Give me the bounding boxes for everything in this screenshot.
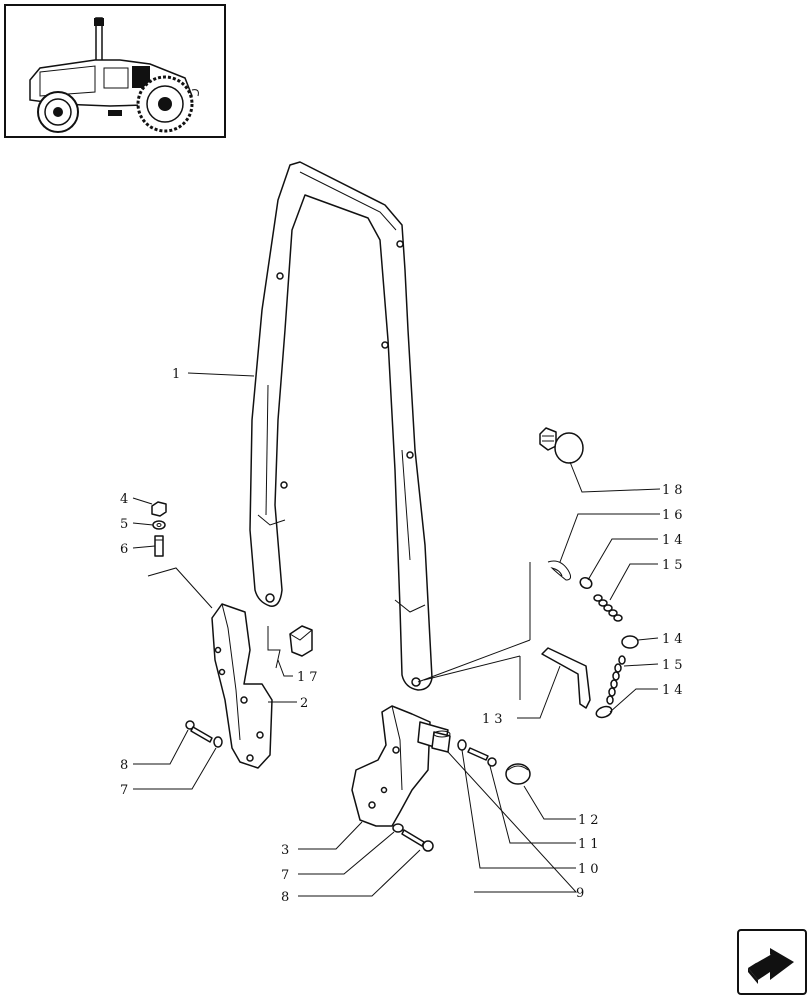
ring-part-14-bottom[interactable] (595, 705, 613, 720)
callout-7-right: 7 (281, 868, 293, 883)
callout-17: 17 (297, 670, 322, 685)
washer-part-7-left[interactable] (213, 736, 223, 748)
washer-part-5[interactable] (152, 520, 166, 530)
right-mounting-bracket[interactable] (351, 705, 431, 827)
assembly-guide-lines (147, 562, 531, 700)
callout-4: 4 (120, 492, 132, 507)
callout-14-top: 14 (662, 533, 687, 548)
pin-part-11[interactable] (467, 747, 497, 767)
bolt-part-8-left[interactable] (185, 720, 213, 743)
callout-10: 10 (578, 862, 603, 877)
tractor-thumbnail[interactable] (4, 4, 226, 138)
callout-7-left: 7 (120, 783, 132, 798)
cap-part-12[interactable] (505, 763, 531, 785)
callout-6: 6 (120, 542, 132, 557)
washer-part-7-right[interactable] (392, 823, 404, 833)
callout-18: 18 (662, 483, 687, 498)
ring-part-14-mid[interactable] (621, 635, 639, 649)
rubber-pad[interactable] (289, 625, 313, 657)
callout-9: 9 (576, 886, 588, 901)
callouts: 1 2 3 4 5 6 7 7 8 8 9 10 11 12 13 14 14 … (120, 367, 687, 905)
washer-part-10[interactable] (457, 739, 467, 751)
roll-bar-frame[interactable] (249, 161, 433, 691)
chain-part-15-top[interactable] (593, 594, 623, 622)
bolt-part-6[interactable] (154, 535, 164, 557)
next-page-arrow-icon[interactable] (737, 929, 807, 995)
callout-14-mid: 14 (662, 632, 687, 647)
callout-15-top: 15 (662, 558, 687, 573)
callout-8-left: 8 (120, 758, 132, 773)
leader-lines (132, 372, 661, 897)
ring-part-14-top[interactable] (578, 576, 593, 591)
callout-2: 2 (300, 696, 312, 711)
chain-part-15-bottom[interactable] (606, 655, 626, 705)
callout-12: 12 (578, 813, 603, 828)
callout-14-bottom: 14 (662, 683, 687, 698)
bolt-part-8-right[interactable] (401, 829, 434, 852)
left-mounting-bracket[interactable] (211, 603, 273, 769)
callout-3: 3 (281, 843, 293, 858)
fastener-part-18[interactable] (539, 427, 584, 464)
callout-5: 5 (120, 517, 132, 532)
callout-13: 13 (482, 712, 507, 727)
callout-16: 16 (662, 508, 687, 523)
callout-8-right: 8 (281, 890, 293, 905)
callout-11: 11 (578, 837, 603, 852)
snap-pin-part-16[interactable] (547, 560, 572, 581)
nut-part-4[interactable] (151, 501, 167, 517)
l-pin-part-13[interactable] (541, 647, 591, 709)
callout-15-bottom: 15 (662, 658, 687, 673)
callout-1: 1 (172, 367, 184, 382)
